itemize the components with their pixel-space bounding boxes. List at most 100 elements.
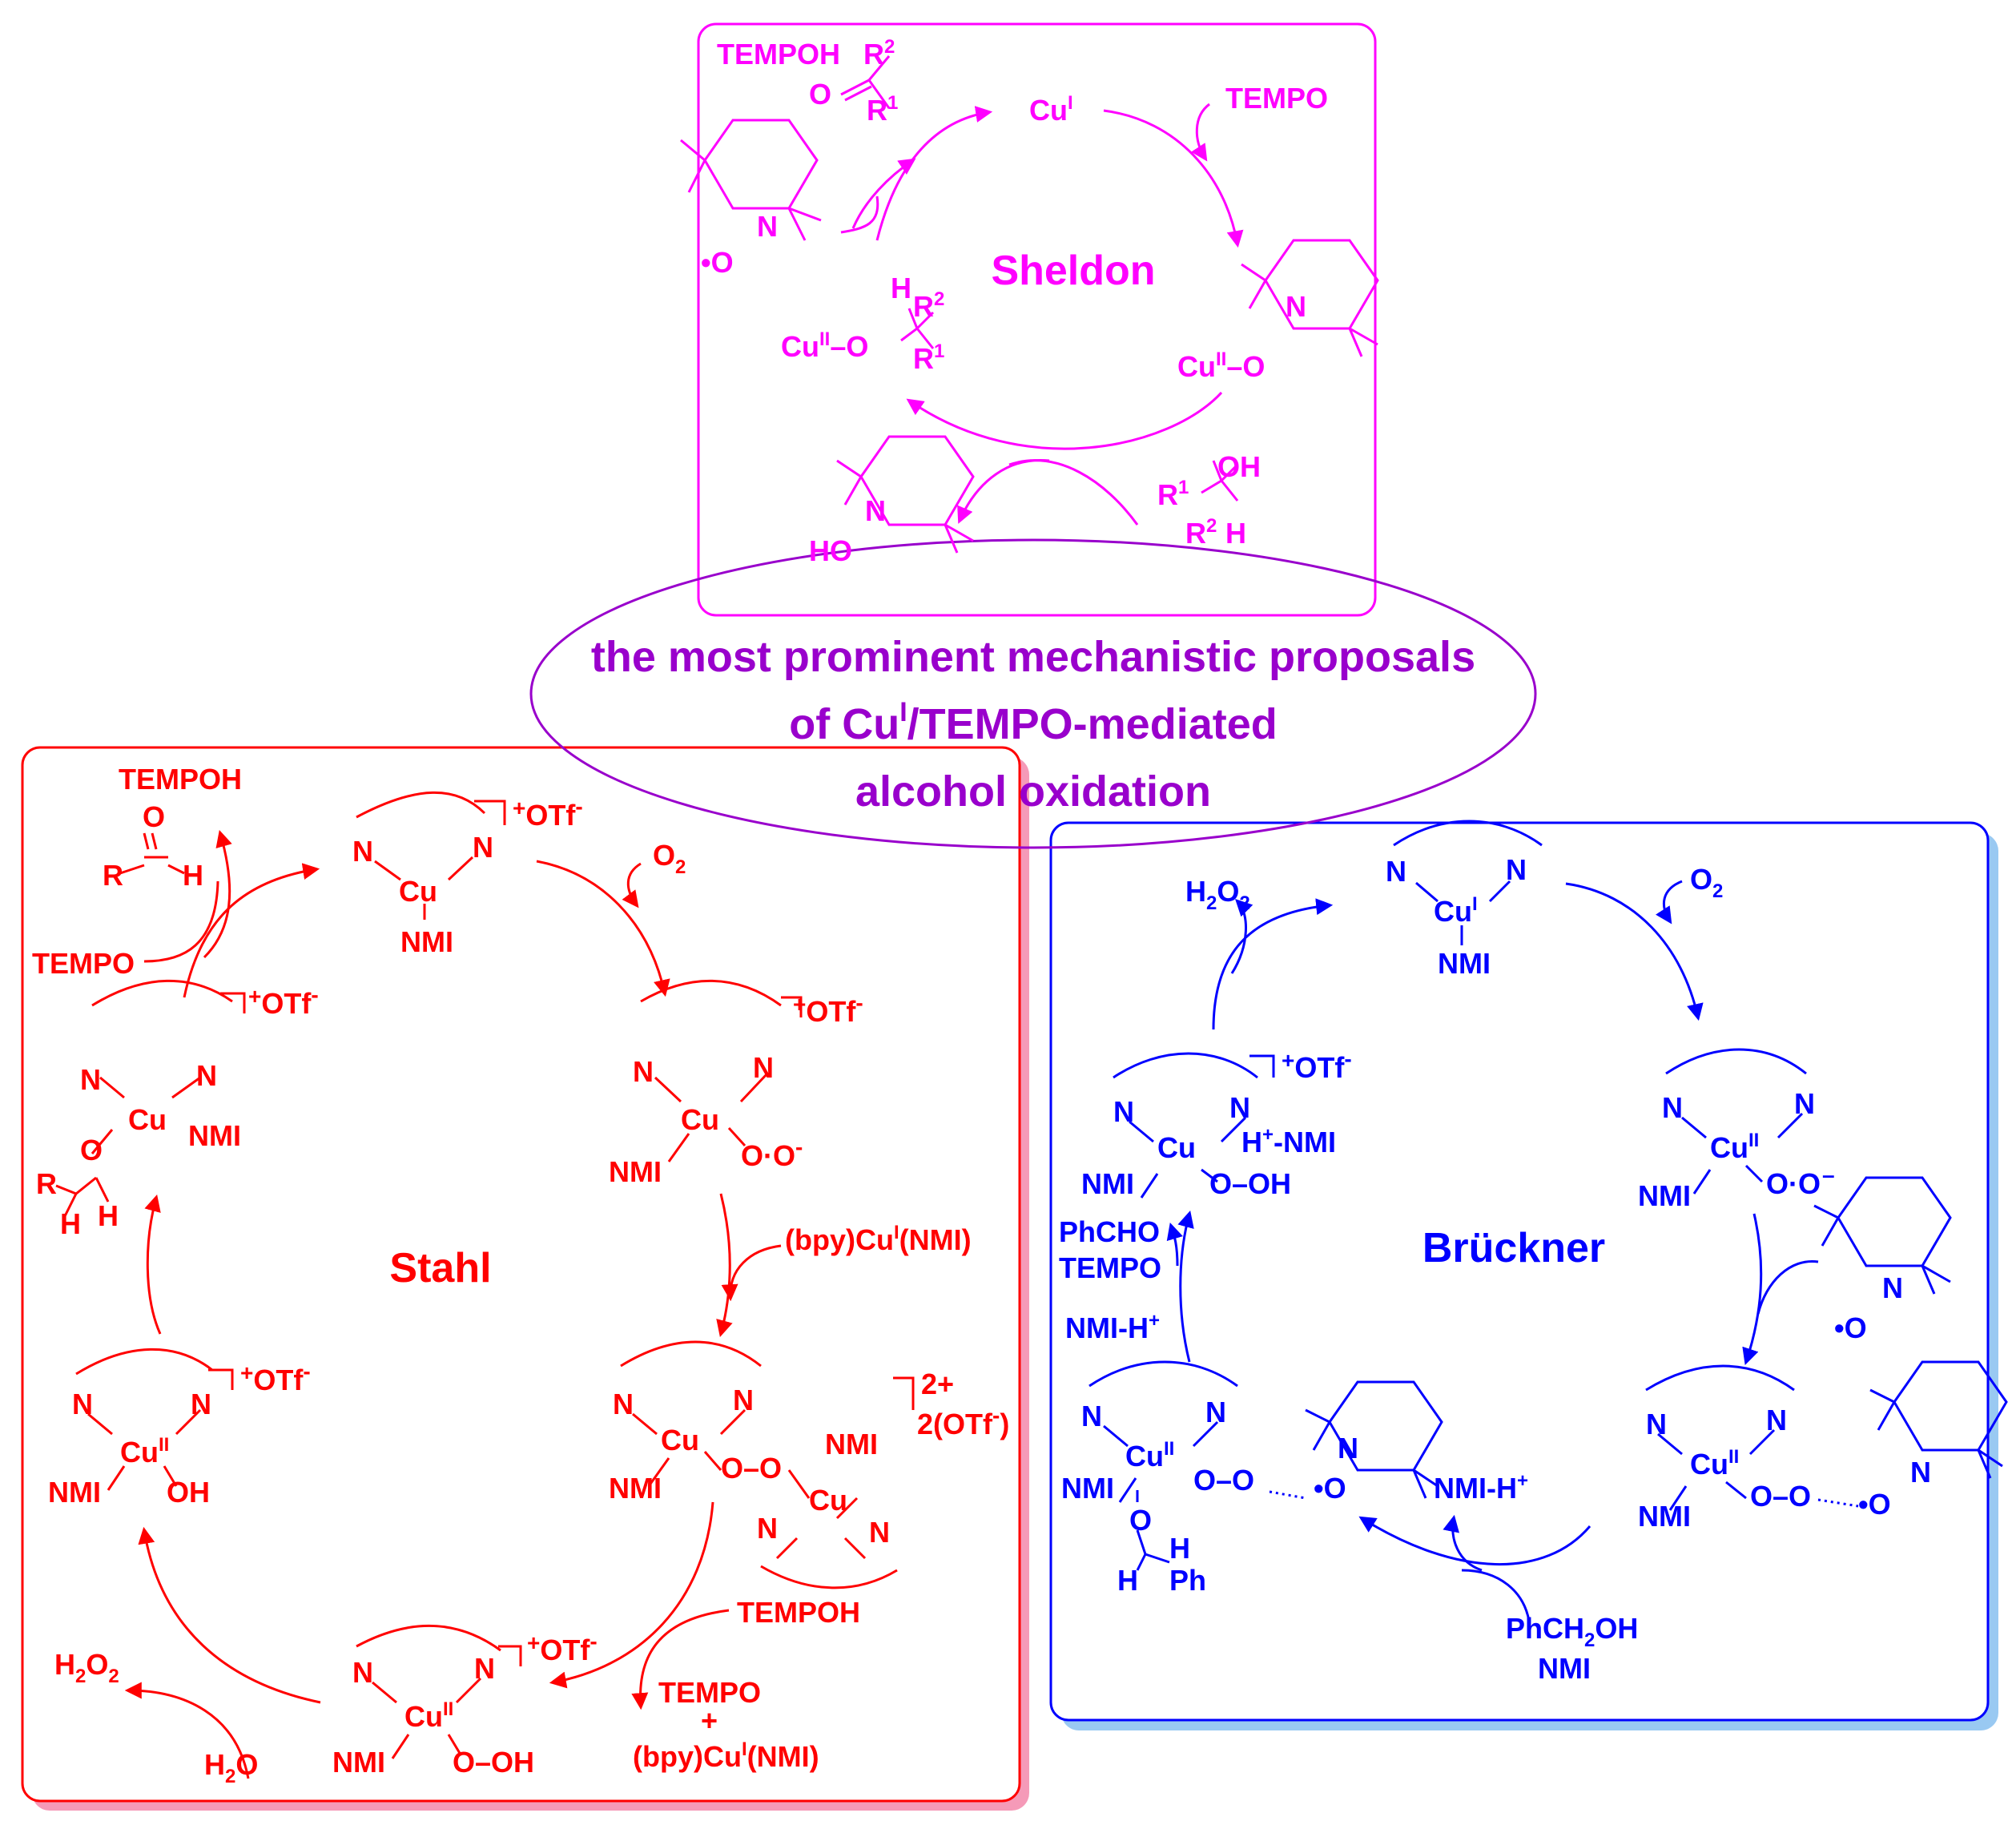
stahl-2otf: 2(OTf-) [917, 1403, 1009, 1440]
sheldon-n-3: N [865, 494, 886, 527]
sheldon-ketone-r2: R2 [863, 36, 895, 71]
bruckner-nmi-h-bottom: NMI-H+ [1434, 1470, 1528, 1505]
bruckner-n: N [1506, 853, 1527, 886]
stahl-aldehyde-h: H [183, 859, 203, 892]
sheldon-tempoh-out [957, 458, 1050, 524]
bruckner-n: N [1794, 1087, 1815, 1120]
tempo-cu-ring [1264, 239, 1379, 330]
bruckner-otf: +OTf- [1282, 1046, 1352, 1084]
bruckner-o2: O2 [1690, 863, 1723, 902]
bruckner-h2o2-out [1230, 899, 1253, 974]
bruckner-n: N [1229, 1091, 1250, 1124]
bruckner-arrow-4 [1177, 1210, 1194, 1363]
bruckner-labels: Brückner H2O2 N N CuI NMI O2 N N CuII NM… [1059, 853, 1931, 1685]
bruckner-o-oh: O–OH [1209, 1167, 1291, 1200]
sheldon-panel [697, 22, 1377, 617]
stahl-o-alkoxo: O [80, 1134, 103, 1166]
stahl-aldehyde-o: O [143, 800, 165, 833]
bruckner-phch2oh-in [1461, 1569, 1531, 1627]
stahl-n: N [196, 1059, 217, 1092]
stahl-n: N [352, 835, 373, 868]
stahl-h2o-in [124, 1682, 250, 1779]
sheldon-name: Sheldon [991, 248, 1155, 294]
ketone-bonds [840, 55, 891, 109]
stahl-tempoh-top: TEMPOH [119, 763, 242, 796]
stahl-n: N [733, 1384, 754, 1416]
stahl-arrow-4 [138, 1526, 321, 1704]
bruckner-n: N [1081, 1400, 1102, 1432]
sheldon-alcohol-in [1008, 459, 1139, 526]
stahl-bpy-cu: (bpy)CuI(NMI) [785, 1222, 972, 1256]
bruckner-nmi-hydroperoxo: NMI [1081, 1167, 1134, 1200]
stahl-arrow-5 [144, 1194, 162, 1335]
bruckner-o2-in [1656, 880, 1683, 925]
stahl-tempo-in [143, 880, 219, 963]
sheldon-cu2-tempo: CuII–O [1177, 348, 1265, 383]
title-line-2: of CuI/TEMPO-mediated [789, 697, 1277, 748]
sheldon-arrow-bottom [906, 391, 1223, 450]
bruckner-nmi-top: NMI [1438, 947, 1491, 980]
stahl-o2-in [622, 862, 642, 908]
stahl-n: N [753, 1051, 774, 1084]
stahl-cu-superoxo: Cu [681, 1103, 719, 1136]
bruckner-h-alkoxo: H [1169, 1532, 1190, 1565]
alkoxide-bonds [900, 308, 935, 349]
stahl-h2o: H2O [204, 1748, 258, 1787]
title-line-1: the most prominent mechanistic proposals [591, 633, 1475, 681]
stahl-n: N [72, 1388, 93, 1420]
stahl-tempoh-out [203, 829, 232, 959]
sheldon-structures [680, 55, 1379, 554]
sheldon-tempo-radical-in [840, 195, 879, 234]
bruckner-o-o-peroxo: O–O [1750, 1480, 1811, 1513]
bruckner-nmi-bottom: NMI [1538, 1652, 1591, 1685]
stahl-nmi-superoxo: NMI [609, 1155, 662, 1188]
stahl-cu-dimer-2: Cu [809, 1484, 847, 1517]
stahl-n: N [757, 1512, 778, 1545]
bruckner-n: N [1662, 1091, 1683, 1124]
stahl-tempoh-in [631, 1609, 730, 1710]
stahl-nmi-alkoxo: NMI [188, 1119, 241, 1152]
stahl-n: N [613, 1388, 634, 1420]
tempo-radical-ring [703, 119, 819, 210]
stahl-n: N [633, 1055, 654, 1088]
stahl-cu-hydroxo: CuII [120, 1434, 169, 1468]
stahl-otf-hydroxo: +OTf- [240, 1359, 311, 1396]
sheldon-cu2-alkoxide: CuII–O [781, 328, 868, 363]
stahl-otf-hydroperoxo: +OTf- [527, 1629, 598, 1666]
bruckner-arrow-2 [1742, 1213, 1763, 1365]
stahl-bpy-cu-out: (bpy)CuI(NMI) [633, 1738, 819, 1773]
bruckner-name: Brückner [1422, 1225, 1605, 1271]
stahl-n: N [473, 831, 493, 864]
stahl-name: Stahl [389, 1245, 491, 1291]
stahl-oo-minus: O·O- [741, 1134, 803, 1172]
stahl-oh-hydroxo: OH [167, 1476, 210, 1509]
bruckner-cu2-superoxo: CuII [1710, 1130, 1759, 1164]
sheldon-cycle [840, 103, 1244, 526]
bruckner-arrow-1 [1565, 882, 1704, 1021]
stahl-n: N [474, 1652, 495, 1685]
stahl-n: N [352, 1656, 373, 1689]
stahl-cu-top: Cu [399, 875, 437, 908]
sheldon-ketone-out [851, 158, 916, 229]
sheldon-alcohol-oh: OH [1217, 450, 1261, 483]
sheldon-ho: HO [809, 534, 852, 567]
bruckner-n: N [1205, 1396, 1226, 1428]
bruckner-h-nmi: H+-NMI [1241, 1124, 1336, 1158]
bruckner-n: N [1882, 1271, 1903, 1304]
sheldon-arrow-top-right [1103, 109, 1244, 248]
bruckner-nmih-out [1443, 1514, 1483, 1572]
sheldon-tempo-in [1191, 103, 1210, 162]
bruckner-nmi-peroxo: NMI [1638, 1500, 1691, 1533]
stahl-aldehyde-r: R [103, 859, 123, 892]
stahl-tempo-left: TEMPO [32, 947, 135, 980]
bruckner-cu1: CuI [1434, 893, 1478, 928]
stahl-nmi-hydroperoxo: NMI [332, 1746, 385, 1779]
stahl-r-alkoxo: R [36, 1167, 57, 1200]
bruckner-n: N [1646, 1408, 1667, 1440]
bruckner-h-alkoxo-2: H [1117, 1564, 1138, 1597]
bruckner-o-radical: •O [1314, 1472, 1346, 1505]
sheldon-tempo: TEMPO [1225, 82, 1328, 115]
stahl-o-o-dimer: O–O [721, 1452, 782, 1485]
stahl-cu-dimer-1: Cu [661, 1424, 699, 1456]
